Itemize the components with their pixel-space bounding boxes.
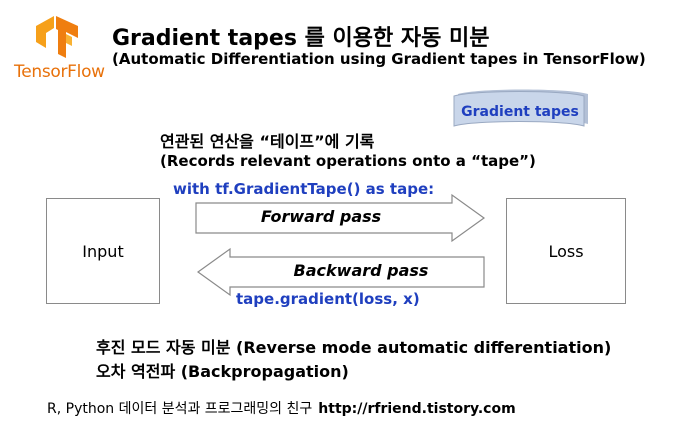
- reverse-mode-text: 후진 모드 자동 미분 (Reverse mode automatic diff…: [96, 338, 612, 357]
- gradient-tapes-callout-label: Gradient tapes: [461, 104, 579, 120]
- forward-pass-arrow: [195, 193, 486, 243]
- input-box: Input: [46, 198, 160, 304]
- backpropagation-text: 오차 역전파 (Backpropagation): [96, 362, 349, 381]
- forward-pass-label: Forward pass: [260, 207, 382, 226]
- backward-pass-arrow: [196, 247, 485, 297]
- loss-box-label: Loss: [548, 241, 584, 261]
- backward-pass-label: Backward pass: [293, 261, 429, 280]
- page-title: Gradient tapes 를 이용한 자동 미분: [112, 26, 490, 51]
- gradient-tapes-callout-shape: [453, 89, 588, 127]
- input-box-label: Input: [82, 241, 124, 261]
- page-subtitle: (Automatic Differentiation using Gradien…: [112, 50, 646, 68]
- footer: R, Python 데이터 분석과 프로그래밍의 친구 http://rfrien…: [47, 398, 516, 418]
- records-korean-text: 연관된 연산을 “테이프”에 기록: [160, 132, 375, 151]
- footer-url-link[interactable]: http://rfriend.tistory.com: [318, 401, 516, 417]
- records-english-text: (Records relevant operations onto a “tap…: [160, 152, 536, 170]
- tensorflow-logo-text: TensorFlow: [14, 62, 105, 82]
- tensorflow-logo-icon: [36, 16, 78, 58]
- footer-text: R, Python 데이터 분석과 프로그래밍의 친구: [47, 401, 313, 417]
- loss-box: Loss: [506, 198, 626, 304]
- with-gradienttape-code: with tf.GradientTape() as tape:: [173, 180, 435, 198]
- tape-gradient-code: tape.gradient(loss, x): [236, 290, 420, 308]
